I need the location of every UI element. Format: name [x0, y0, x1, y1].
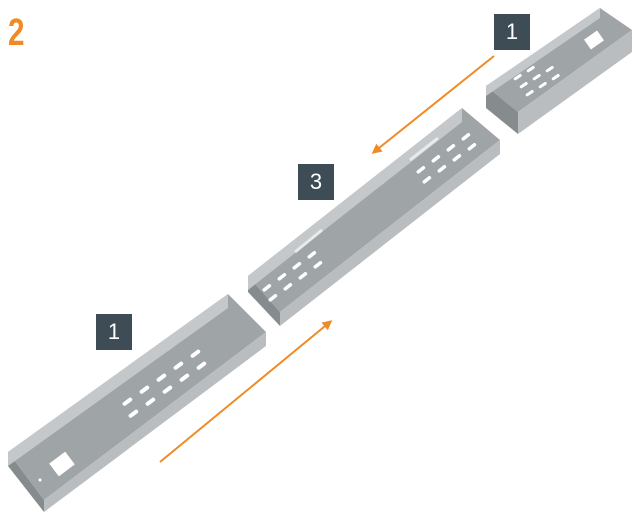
tray-section-bottom	[8, 294, 266, 512]
step-number: 2	[8, 12, 24, 54]
tray-section-middle	[248, 108, 500, 326]
insert-arrow-top	[371, 55, 495, 154]
part-label-middle: 3	[298, 164, 334, 200]
part-label-bottom: 1	[96, 314, 132, 350]
insert-arrow-bottom	[159, 320, 333, 463]
tray-section-top	[486, 8, 632, 134]
part-label-top: 1	[494, 14, 530, 50]
